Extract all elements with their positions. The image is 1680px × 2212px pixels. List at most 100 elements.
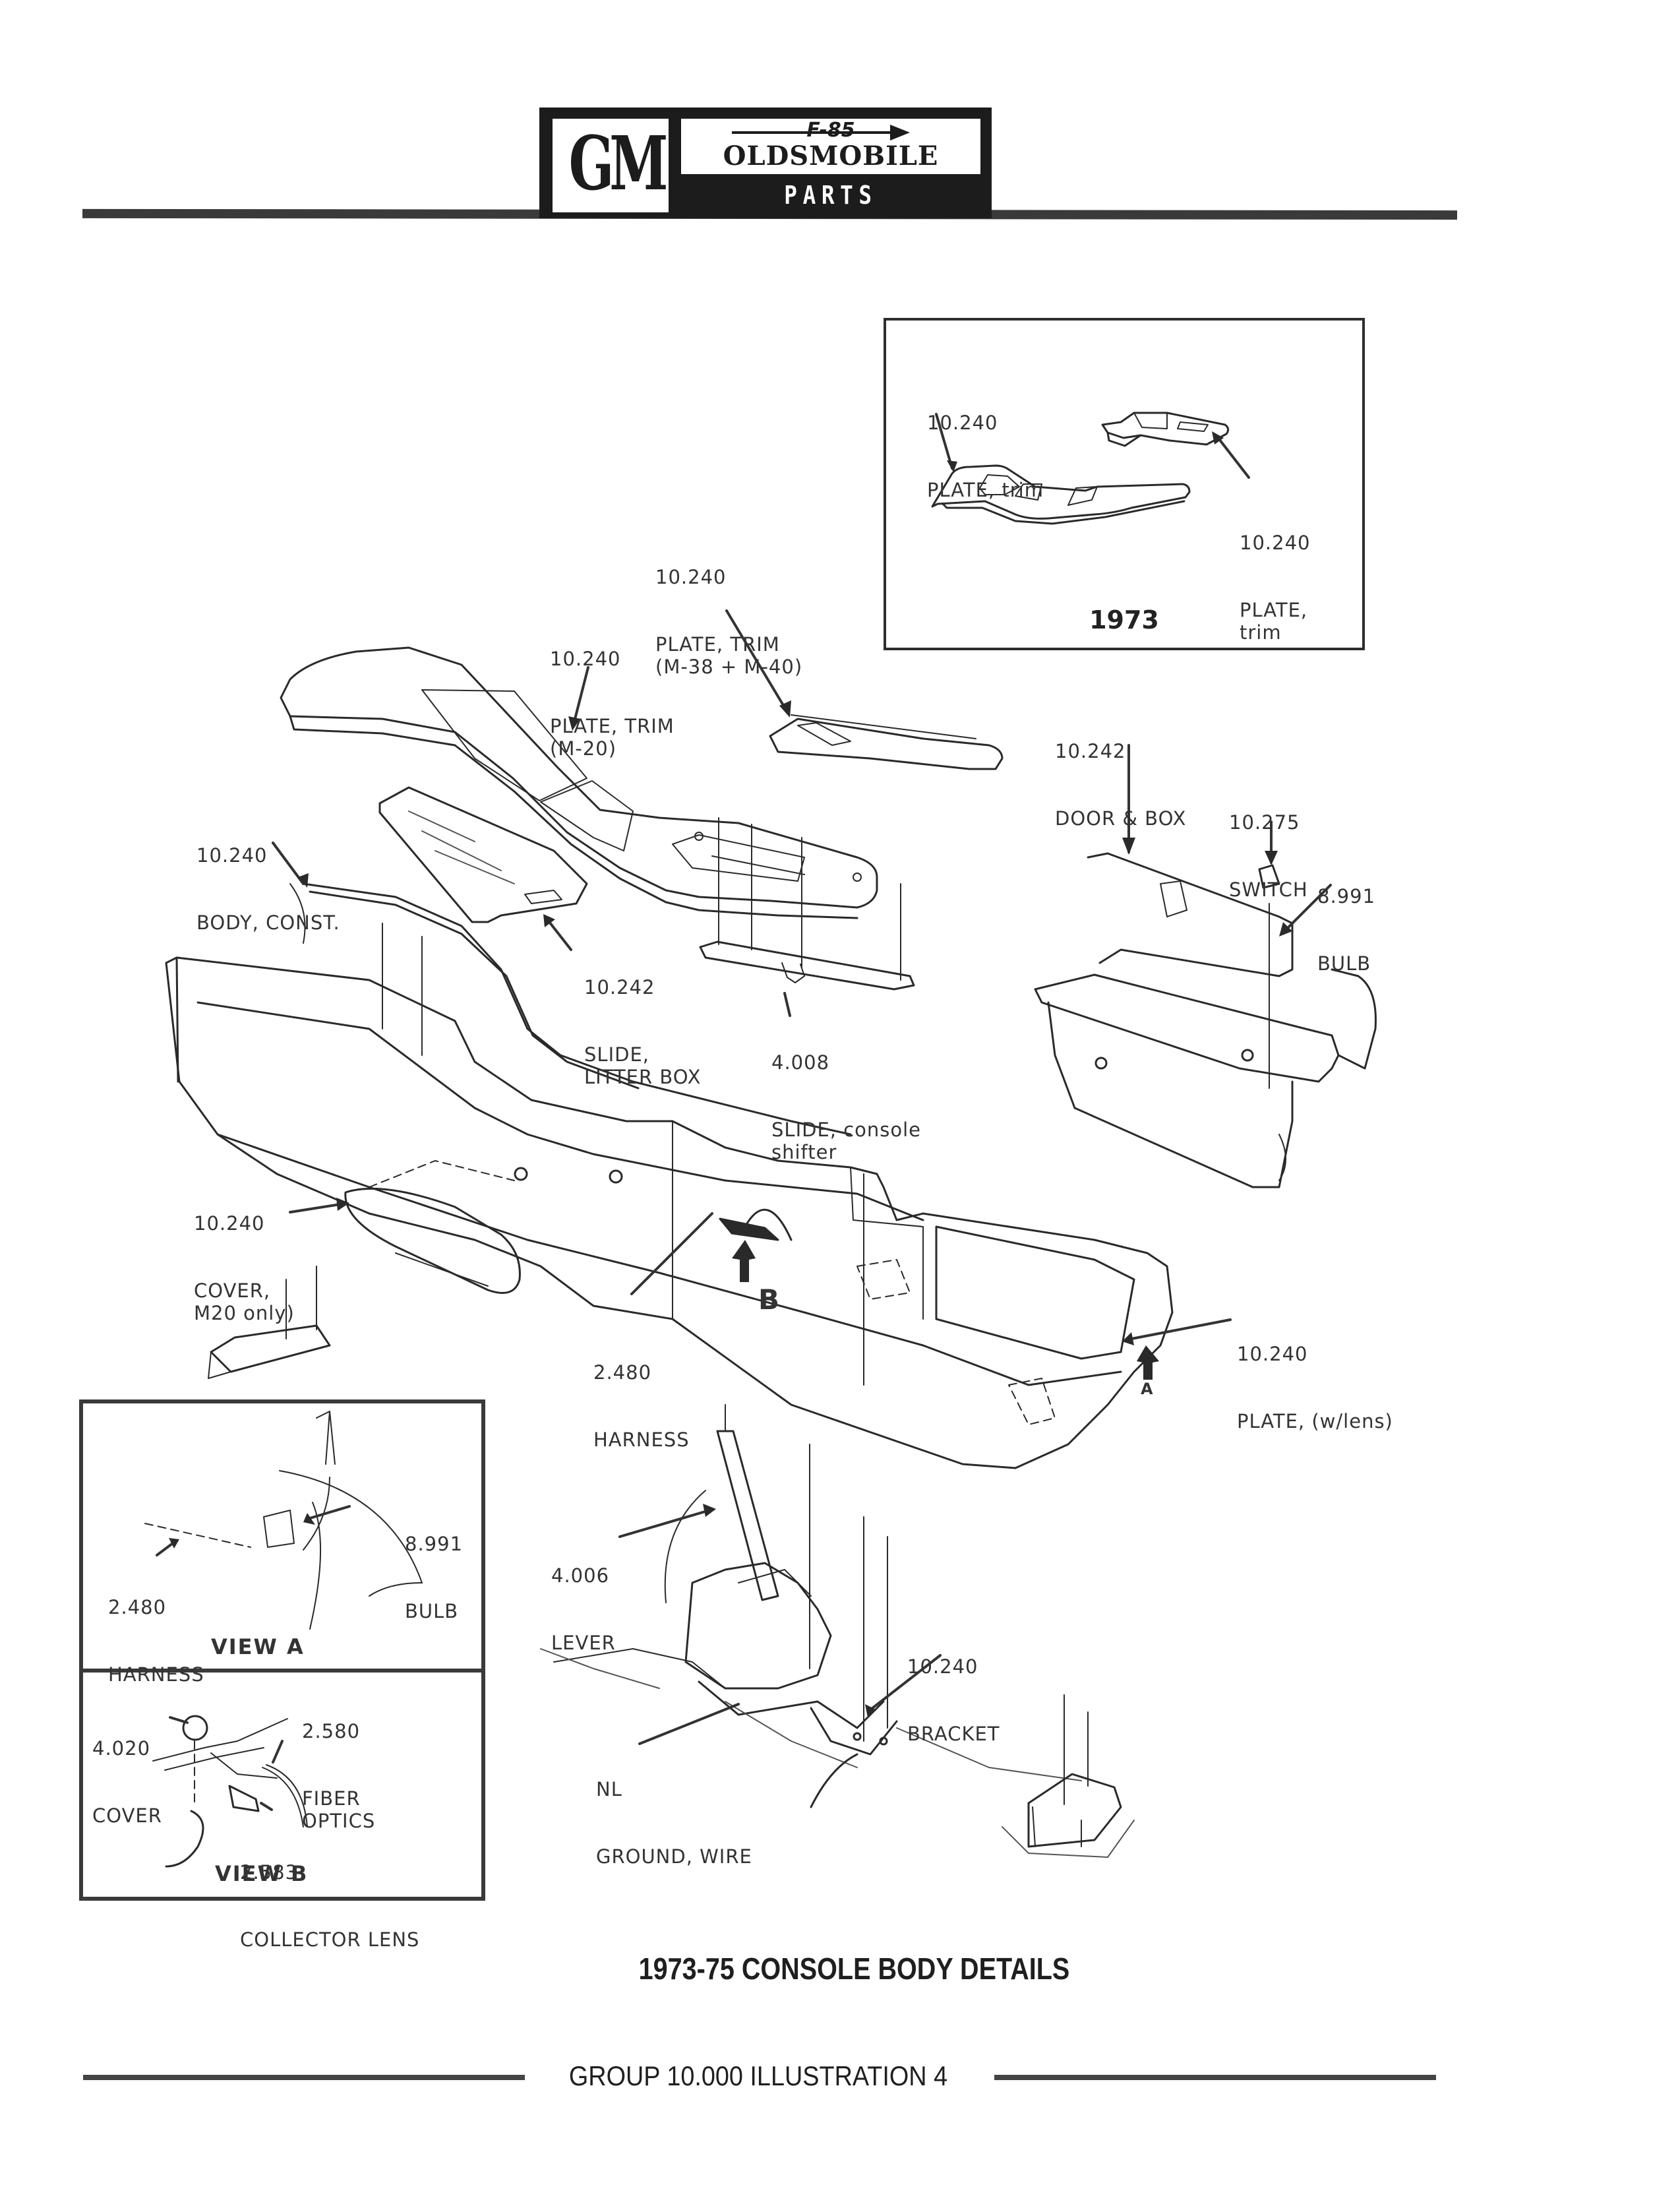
- arrowhead: [1122, 1332, 1134, 1345]
- view-a-title: VIEW A: [211, 1634, 305, 1659]
- group-illustration-footer: GROUP 10.000 ILLUSTRATION 4: [568, 2060, 948, 2091]
- part-name: FIBER OPTICS: [302, 1787, 376, 1832]
- leader-inset-plate-small: [1216, 435, 1250, 479]
- arrowhead: [779, 700, 791, 718]
- callout-view-b-fiber-optics: 2.580 FIBER OPTICS: [302, 1675, 375, 1855]
- inset-trim-plate-large: [931, 464, 1191, 525]
- leader-litter-box: [546, 918, 572, 951]
- gm-logo-box: [553, 119, 669, 212]
- leader-lever: [618, 1509, 711, 1538]
- leader-view-b-cover: [169, 1716, 189, 1724]
- part-number: 10.240: [1240, 532, 1311, 554]
- arrowhead: [1265, 851, 1278, 865]
- arrowhead: [947, 460, 957, 472]
- view-b-art: [152, 1715, 308, 1868]
- trim-plate-m20: [280, 646, 878, 919]
- part-number: 2.583: [240, 1861, 299, 1884]
- part-name: DOOR & BOX: [1055, 807, 1187, 830]
- publication-title: PARTS CATALOGUE: [746, 181, 915, 247]
- callout-ground-wire: NL GROUND, WIRE: [596, 1733, 752, 1890]
- view-b-marker-label: B: [758, 1283, 781, 1316]
- part-number: 2.480: [593, 1361, 652, 1384]
- part-name: COVER, M20 only): [194, 1279, 295, 1324]
- callout-inset-plate-trim-large: 10.240 PLATE, trim: [927, 367, 1044, 524]
- part-name: SLIDE, console shifter: [771, 1119, 922, 1163]
- callout-switch: 10.275 SWITCH: [1229, 766, 1308, 923]
- arrowhead: [303, 1513, 315, 1525]
- leader-inset-plate-large: [935, 413, 953, 470]
- part-name: COVER: [92, 1804, 162, 1827]
- view-b-title: VIEW B: [215, 1861, 309, 1886]
- part-number: 4.020: [92, 1737, 151, 1760]
- console-shifter-slide: [699, 817, 915, 991]
- leader-view-b-lens: [260, 1802, 273, 1811]
- callout-plate-w-lens: 10.240 PLATE, (w/lens): [1237, 1298, 1393, 1455]
- part-number: 10.240: [550, 648, 621, 670]
- part-name: PLATE, TRIM (M-20): [550, 715, 675, 760]
- part-name: PLATE, (w/lens): [1237, 1410, 1393, 1432]
- view-b-frame: [79, 1665, 485, 1901]
- callout-body-const: 10.240 BODY, CONST.: [196, 799, 340, 956]
- leader-cover-m20: [289, 1203, 342, 1214]
- arrowhead: [568, 716, 580, 731]
- inset-1973-frame: [884, 318, 1365, 650]
- part-number: 8.991: [1317, 885, 1376, 907]
- arrowhead: [703, 1504, 716, 1517]
- callout-plate-trim-m20: 10.240 PLATE, TRIM (M-20): [550, 603, 675, 782]
- part-name: BRACKET: [907, 1723, 1000, 1745]
- part-number: 10.240: [907, 1655, 978, 1678]
- arrowhead: [543, 914, 555, 927]
- callout-view-a-harness: 2.480 HARNESS: [108, 1551, 204, 1708]
- part-name: PLATE, trim: [1240, 599, 1308, 644]
- leader-plate-w-lens: [1130, 1318, 1232, 1340]
- view-a-marker-label: A: [1141, 1380, 1155, 1398]
- callout-view-b-cover: 4.020 COVER: [92, 1692, 162, 1849]
- arrowhead: [1212, 431, 1224, 445]
- leader-harness: [630, 1212, 713, 1295]
- callout-slide-litter-box: 10.242 SLIDE, LITTER BOX: [584, 931, 702, 1111]
- part-number: 10.240: [196, 844, 268, 867]
- part-number: 10.242: [584, 976, 655, 998]
- callout-view-b-collector-lens: 2.583 COLLECTOR LENS: [240, 1816, 419, 1973]
- view-a-frame: [79, 1399, 485, 1673]
- part-number: 10.240: [1237, 1343, 1308, 1365]
- part-number: 10.240: [655, 566, 727, 588]
- arrowhead: [1122, 838, 1135, 855]
- part-name: GROUND, WIRE: [596, 1845, 752, 1868]
- part-name: LEVER: [551, 1632, 616, 1654]
- view-b-marker-arrow: [732, 1240, 756, 1282]
- oldsmobile-box: [681, 119, 980, 174]
- shifter-lever-assembly: [540, 1404, 1082, 1808]
- inset-1973-year: 1973: [1089, 605, 1159, 634]
- f85-arrow-icon: [890, 125, 910, 140]
- leader-body-const: [272, 842, 305, 885]
- make-name: OLDSMOBILE: [723, 140, 939, 171]
- part-name: BODY, CONST.: [196, 911, 340, 934]
- cover-m20: [344, 1160, 521, 1294]
- callout-view-a-bulb: 8.991 BULB: [405, 1488, 463, 1645]
- part-name: PLATE, TRIM (M-38 + M-40): [655, 633, 803, 678]
- model-mark: F-85: [806, 119, 855, 142]
- part-name: SLIDE, LITTER BOX: [584, 1043, 702, 1088]
- inset-trim-plate-small: [1101, 412, 1230, 447]
- part-name: PLATE, trim: [927, 479, 1044, 501]
- trim-plate-m38-m40: [769, 714, 1004, 770]
- leader-console-shifter: [783, 992, 791, 1017]
- callout-harness: 2.480 HARNESS: [593, 1316, 690, 1473]
- callout-inset-plate-trim-small: 10.240 PLATE, trim: [1240, 487, 1310, 666]
- arrowhead: [169, 1538, 179, 1549]
- view-a-marker-arrow: [1137, 1345, 1159, 1380]
- part-name: HARNESS: [593, 1429, 690, 1451]
- part-number: 4.008: [771, 1051, 830, 1074]
- part-number: 2.480: [108, 1596, 167, 1618]
- callout-bracket: 10.240 BRACKET: [907, 1611, 1000, 1767]
- part-name: HARNESS: [108, 1663, 204, 1686]
- callout-lever: 4.006 LEVER: [551, 1520, 616, 1676]
- door-and-box: [1034, 852, 1377, 1188]
- arrowhead: [1279, 922, 1292, 937]
- part-name: BULB: [405, 1600, 459, 1622]
- part-number: 4.006: [551, 1564, 610, 1587]
- part-number: 10.240: [927, 412, 998, 434]
- callout-door-box: 10.242 DOOR & BOX: [1055, 695, 1186, 852]
- f85-rocket-line: [732, 131, 897, 134]
